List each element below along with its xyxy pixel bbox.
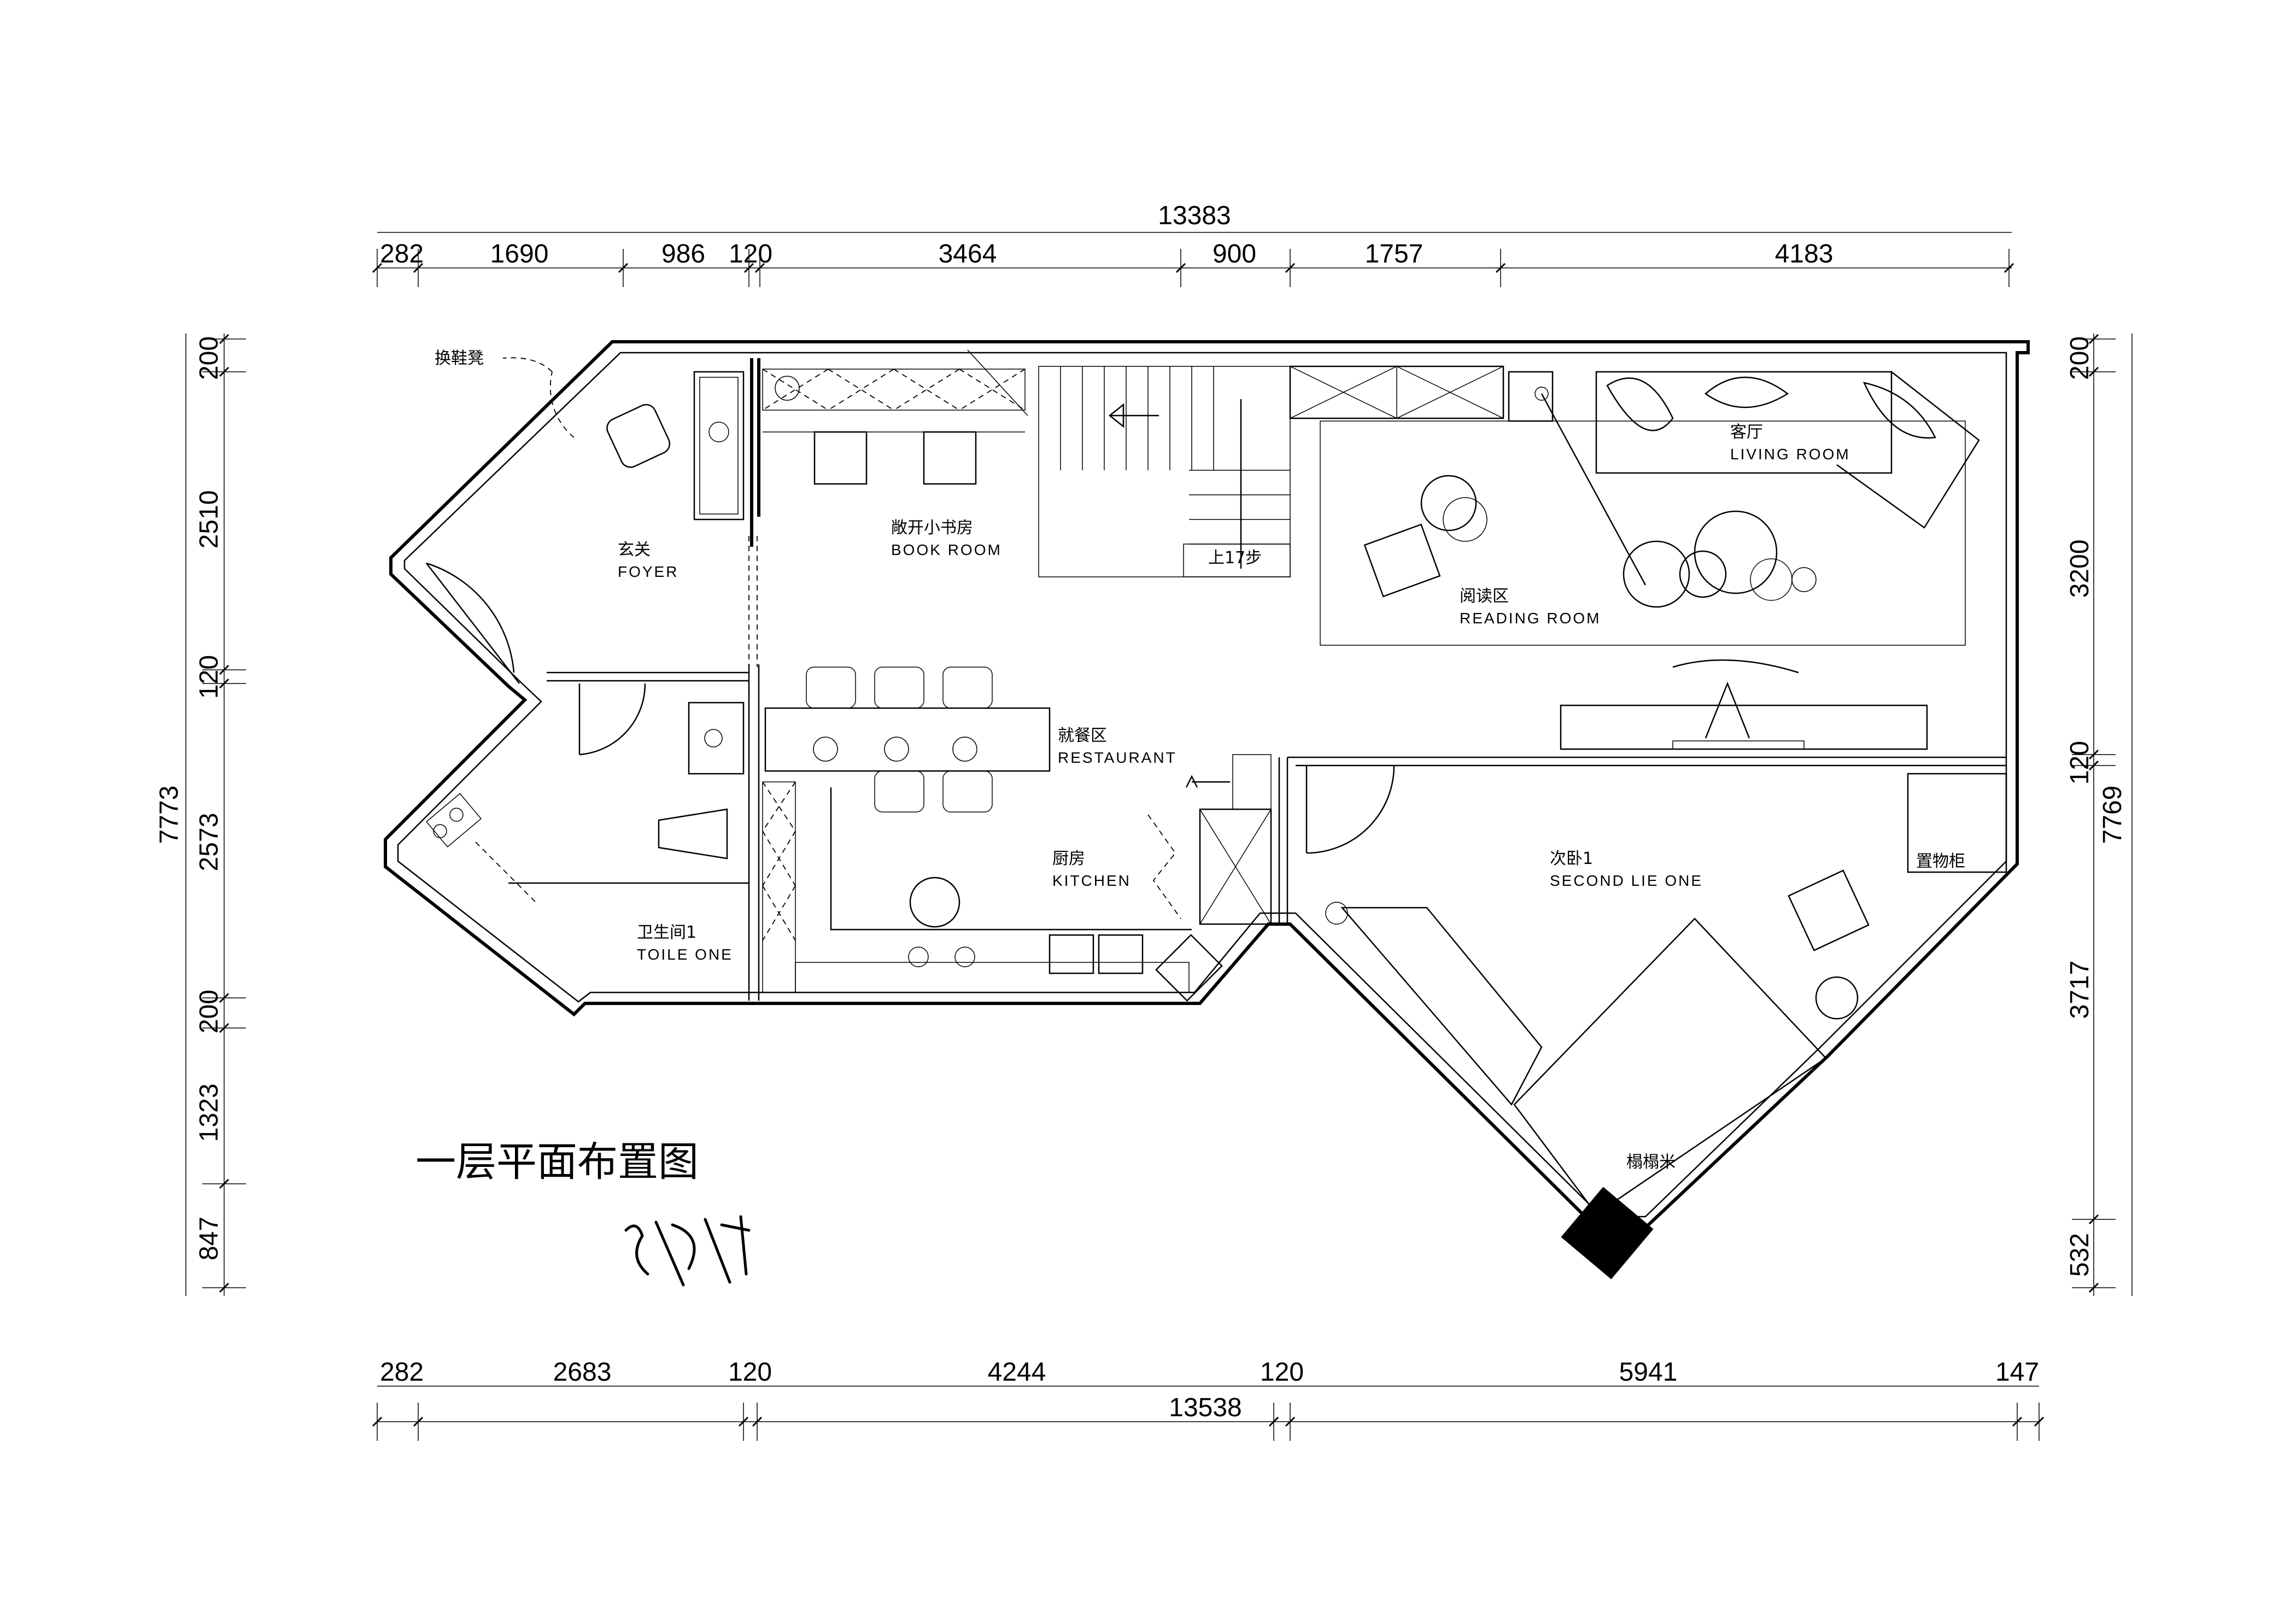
- bottom-dimension-line: 282 2683 120 4244 120 5941 147 13538: [372, 1358, 2045, 1441]
- kitchen-label-cn: 厨房: [1052, 849, 1085, 868]
- top-total-dim: 13383: [1158, 201, 1231, 230]
- foyer-furniture: 换鞋凳: [426, 349, 745, 684]
- bottom-dim-3: 120: [728, 1358, 772, 1387]
- top-dimension-line: 13383 282 1690 986 120 3464 900 1757 418…: [372, 201, 2014, 287]
- living-room-label-en: LIVING ROOM: [1730, 446, 1850, 463]
- top-dim-3: 986: [661, 239, 705, 268]
- left-dim-5: 200: [195, 990, 224, 1033]
- entry-door-icon: [426, 562, 520, 684]
- kitchen-label-en: KITCHEN: [1052, 872, 1131, 889]
- restaurant-label-en: RESTAURANT: [1058, 749, 1177, 766]
- right-total-dim: 7769: [2098, 786, 2127, 844]
- stairs: 上17步: [1038, 366, 1291, 577]
- right-dim-1: 200: [2065, 336, 2094, 380]
- foyer-label-cn: 玄关: [618, 540, 651, 559]
- column-block: [1561, 1187, 1654, 1280]
- signature-text: 设计: [634, 1295, 635, 1296]
- left-dim-1: 200: [195, 336, 224, 380]
- reading-room-label-cn: 阅读区: [1460, 587, 1509, 606]
- living-room-label-cn: 客厅: [1730, 423, 1763, 442]
- right-dimension-line: 200 3200 120 3717 532 7769: [2065, 334, 2133, 1296]
- living-room-furniture: [1289, 365, 1980, 750]
- top-dim-8: 4183: [1775, 239, 1834, 268]
- top-dim-2: 1690: [490, 239, 549, 268]
- tatami-label: 榻榻米: [1626, 1153, 1676, 1172]
- bottom-dim-7: 147: [1995, 1358, 2039, 1387]
- shoe-bench-label: 换鞋凳: [435, 349, 484, 368]
- reading-room-label-en: READING ROOM: [1460, 610, 1601, 627]
- bottom-dim-6: 5941: [1619, 1358, 1678, 1387]
- restaurant-label-cn: 就餐区: [1058, 726, 1107, 745]
- toilet-label-en: TOILE ONE: [637, 946, 733, 963]
- bottom-dim-5: 120: [1260, 1358, 1304, 1387]
- second-bedroom-label-en: SECOND LIE ONE: [1550, 872, 1703, 889]
- left-dim-2: 2510: [195, 490, 224, 549]
- foyer-label-en: FOYER: [618, 563, 678, 580]
- bottom-dim-4: 4244: [988, 1358, 1046, 1387]
- second-bedroom-furniture: [1305, 765, 2007, 1280]
- second-bedroom-label-cn: 次卧1: [1550, 849, 1593, 868]
- toilet-furniture: [426, 683, 745, 903]
- left-dim-4: 2573: [195, 813, 224, 872]
- dining-table: [764, 667, 1272, 813]
- stairs-label: 上17步: [1208, 548, 1262, 568]
- outer-walls: [384, 340, 2030, 1229]
- right-dim-4: 3717: [2065, 961, 2094, 1019]
- left-dimension-line: 7773 200 2510 120 2573 200 1323 847: [155, 334, 246, 1296]
- left-dim-6: 1323: [195, 1084, 224, 1142]
- drawing-title: 一层平面布置图: [415, 1138, 699, 1185]
- top-dim-5: 3464: [939, 239, 997, 268]
- left-total-dim: 7773: [155, 786, 184, 844]
- interior-walls: [508, 358, 2006, 1001]
- top-dim-7: 1757: [1365, 239, 1424, 268]
- bottom-total-dim: 13538: [1169, 1393, 1241, 1422]
- right-dim-3: 120: [2065, 741, 2094, 785]
- top-dim-4: 120: [729, 239, 772, 268]
- right-dim-2: 3200: [2065, 540, 2094, 598]
- kitchen-furniture: [762, 781, 1272, 1002]
- toilet-label-cn: 卫生间1: [637, 923, 696, 942]
- shoe-bench-icon: [606, 404, 671, 468]
- right-dim-5: 532: [2065, 1233, 2094, 1277]
- book-room-furniture: [762, 349, 1028, 485]
- left-dim-3: 120: [195, 655, 224, 699]
- left-dim-7: 847: [195, 1217, 224, 1260]
- bottom-dim-1: 282: [380, 1358, 424, 1387]
- book-room-label-en: BOOK ROOM: [891, 541, 1002, 558]
- storage-cabinet-label: 置物柜: [1916, 852, 1965, 871]
- book-room-label-cn: 敞开小书房: [891, 518, 973, 538]
- room-labels: 玄关 FOYER 敞开小书房 BOOK ROOM 客厅 LIVING ROOM …: [618, 423, 1965, 1172]
- bottom-dim-2: 2683: [553, 1358, 612, 1387]
- top-dim-6: 900: [1213, 239, 1256, 268]
- top-dim-1: 282: [380, 239, 424, 268]
- signature: 设计: [624, 1215, 751, 1296]
